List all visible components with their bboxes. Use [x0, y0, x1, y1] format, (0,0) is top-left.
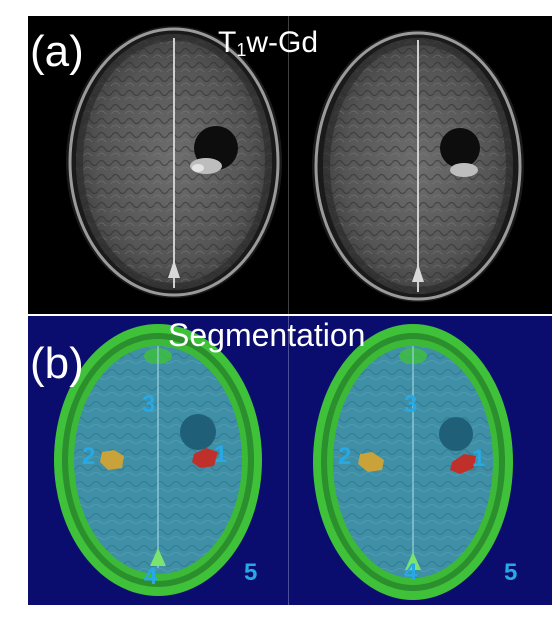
- left-label-1: 1: [214, 441, 228, 468]
- right-label-5: 5: [504, 559, 518, 586]
- segmentation-slices: [54, 324, 513, 600]
- panel-b-segmentation: (b) Segmentation 3 2 1 4 5 3 2 1 4 5: [28, 316, 552, 605]
- right-label-2: 2: [338, 443, 352, 470]
- mri-slices: [66, 26, 524, 302]
- panel-a-title-subscript: 1: [236, 40, 247, 60]
- panel-a-title-rest: w-Gd: [246, 26, 319, 59]
- panel-b-title: Segmentation: [168, 317, 366, 353]
- right-label-4: 4: [404, 559, 418, 586]
- left-label-2: 2: [82, 443, 96, 470]
- left-label-4: 4: [144, 563, 158, 590]
- segmentation-slice-right: [313, 324, 513, 600]
- left-label-3: 3: [142, 391, 156, 418]
- panel-a-letter: (a): [30, 27, 84, 76]
- panel-b-letter: (b): [30, 339, 84, 388]
- panel-a-divider: [288, 16, 289, 314]
- right-label-1: 1: [472, 445, 486, 472]
- panel-a-title: T1w-Gd: [218, 26, 319, 60]
- segmentation-slice-left: [54, 324, 262, 596]
- panel-a-mri: (a) T1w-Gd: [28, 16, 552, 314]
- panel-a-title-main: T: [218, 26, 237, 59]
- right-label-3: 3: [404, 391, 418, 418]
- left-label-5: 5: [244, 559, 258, 586]
- panel-b-divider: [288, 316, 289, 605]
- mri-slice-left: [66, 26, 282, 298]
- mri-slice-right: [312, 30, 524, 302]
